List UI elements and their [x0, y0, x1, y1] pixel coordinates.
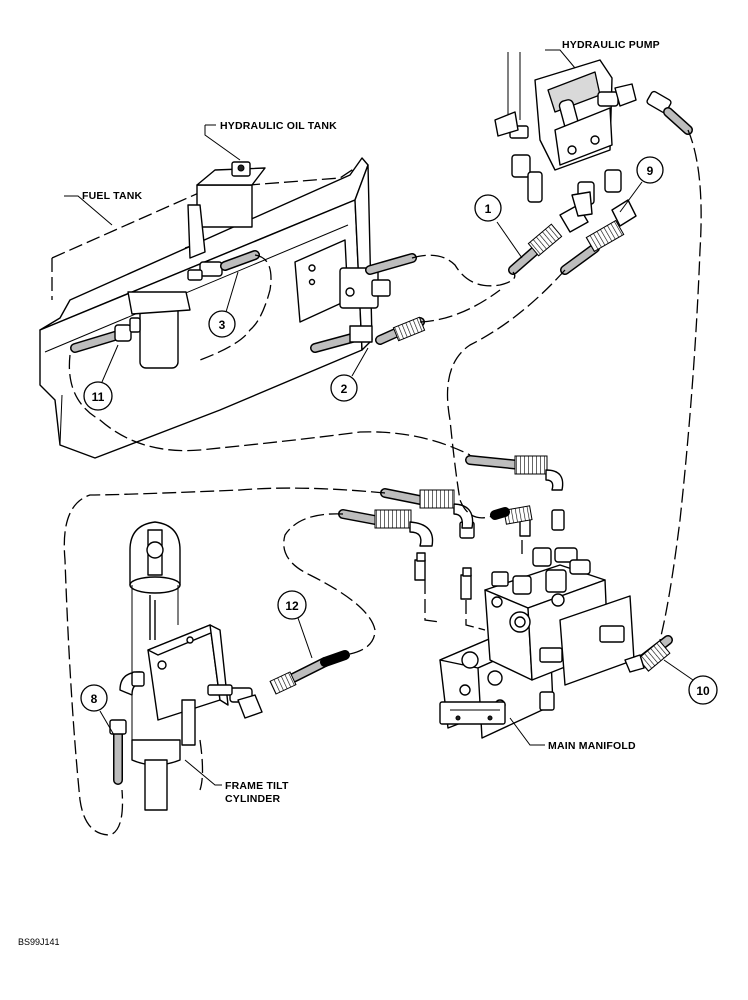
callout-3-number: 3 [219, 318, 226, 332]
fuel-tank-label: FUEL TANK [82, 190, 143, 202]
label-fuel-tank: FUEL TANK [64, 190, 143, 226]
label-frame-tilt-cylinder: FRAME TILT CYLINDER [184, 759, 289, 805]
callout-8: 8 [80, 684, 115, 736]
callout-9: 9 [619, 156, 664, 213]
frame-tilt-label-line2: CYLINDER [225, 793, 280, 805]
figure-reference: BS99J141 [18, 937, 60, 947]
callout-3: 3 [208, 271, 239, 338]
callout-1: 1 [474, 194, 523, 259]
hydraulic-pump-label: HYDRAULIC PUMP [562, 39, 660, 51]
tank-assembly [39, 157, 426, 459]
frame-tilt-cylinder [109, 521, 350, 811]
main-manifold [414, 509, 635, 739]
callout-2-number: 2 [341, 382, 348, 396]
hydraulic-oil-tank-label: HYDRAULIC OIL TANK [220, 120, 337, 132]
hydraulic-pump [494, 52, 693, 275]
label-hydraulic-pump: HYDRAULIC PUMP [545, 39, 660, 69]
callout-9-number: 9 [647, 164, 654, 178]
callout-8-number: 8 [91, 692, 98, 706]
main-manifold-label: MAIN MANIFOLD [548, 740, 636, 752]
callout-1-number: 1 [485, 202, 492, 216]
callout-11: 11 [83, 344, 119, 411]
callout-12: 12 [277, 590, 313, 659]
callout-10: 10 [663, 659, 718, 705]
label-hydraulic-oil-tank: HYDRAULIC OIL TANK [204, 120, 337, 161]
label-main-manifold: MAIN MANIFOLD [509, 717, 636, 752]
frame-tilt-label-line1: FRAME TILT [225, 780, 289, 792]
callout-2: 2 [330, 347, 369, 402]
manifold-hoses [338, 455, 673, 673]
callout-11-number: 11 [92, 390, 105, 404]
callout-12-number: 12 [285, 599, 299, 613]
hose-routes [63, 129, 702, 836]
callout-10-number: 10 [696, 684, 710, 698]
